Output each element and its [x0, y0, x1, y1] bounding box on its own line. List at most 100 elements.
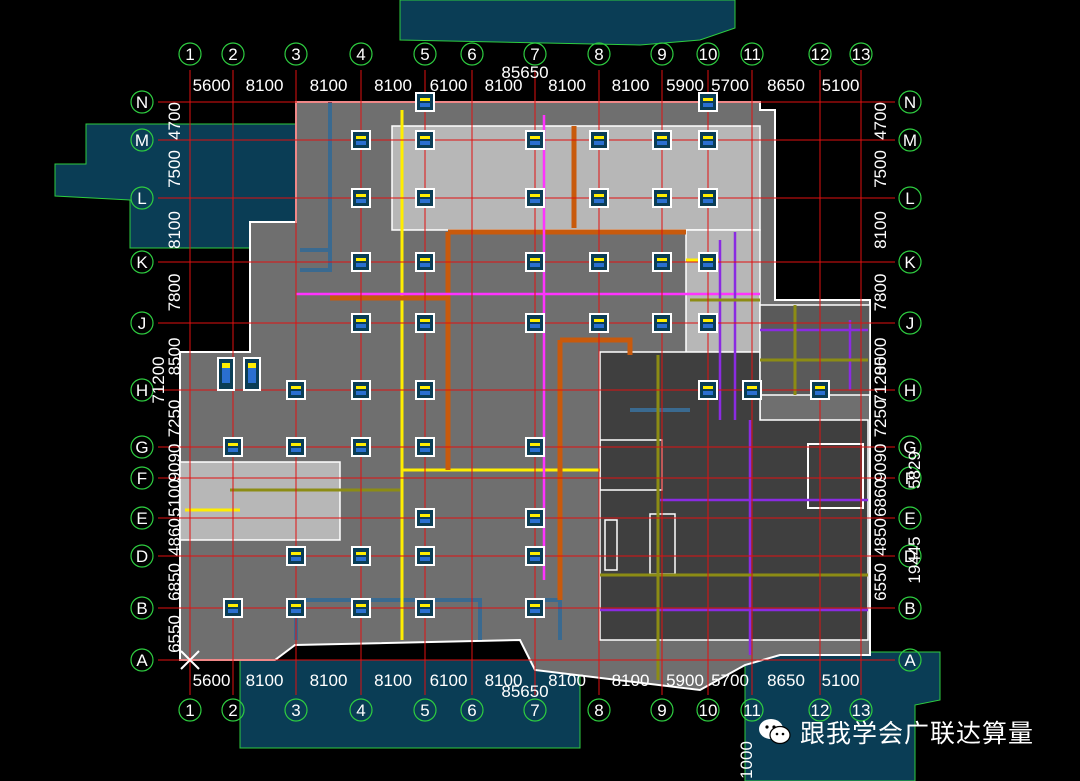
axis-bubble-top-1: 1: [178, 42, 202, 66]
dim-top-3: 8100: [374, 76, 412, 95]
column-21: [589, 313, 609, 333]
axis-bubble-top-7: 7: [523, 42, 547, 66]
svg-text:E: E: [136, 509, 147, 528]
dim-left-7: 5100: [165, 479, 184, 517]
axis-bubble-top-12: 12: [808, 42, 832, 66]
svg-text:F: F: [905, 469, 915, 488]
axis-bubble-top-6: 6: [460, 42, 484, 66]
column-26: [415, 380, 435, 400]
dim-right-7: 6860: [871, 479, 890, 517]
dim-bottom-7: 8100: [612, 671, 650, 690]
axis-bubble-bottom-6: 6: [460, 698, 484, 722]
column-45: [525, 598, 545, 618]
dim-right-total: 71200: [871, 356, 890, 403]
axis-bubble-left-G: G: [130, 435, 154, 459]
axis-bubble-left-H: H: [130, 378, 154, 402]
axis-bubble-top-11: 11: [740, 42, 764, 66]
svg-text:A: A: [136, 651, 148, 670]
column-20: [525, 313, 545, 333]
dim-total-top: 85650: [501, 63, 548, 82]
svg-text:2: 2: [228, 45, 237, 64]
axis-bubble-top-13: 13: [849, 42, 873, 66]
axis-bubble-bottom-8: 8: [587, 698, 611, 722]
svg-text:3: 3: [291, 45, 300, 64]
axis-bubble-right-L: L: [898, 186, 922, 210]
svg-text:G: G: [135, 438, 148, 457]
dim-left-10: 6550: [165, 615, 184, 653]
column-14: [525, 252, 545, 272]
axis-bubble-right-G: G: [898, 435, 922, 459]
svg-text:11: 11: [743, 45, 761, 64]
svg-text:7: 7: [530, 45, 539, 64]
axis-bubble-top-8: 8: [587, 42, 611, 66]
dim-top-8: 5900: [666, 76, 704, 95]
column-36: [525, 508, 545, 528]
column-33: [415, 437, 435, 457]
axis-bubble-right-D: D: [898, 544, 922, 568]
axis-bubble-right-B: B: [898, 596, 922, 620]
axis-bubble-right-H: H: [898, 378, 922, 402]
svg-text:10: 10: [699, 701, 718, 720]
svg-text:4: 4: [356, 701, 365, 720]
column-10: [652, 188, 672, 208]
watermark: 跟我学会广联达算量: [758, 714, 1034, 750]
beams: [185, 102, 868, 680]
dim-right-2: 8100: [871, 211, 890, 249]
dim-left-total: 71200: [149, 356, 168, 403]
dim-bottom-6: 8100: [548, 671, 586, 690]
svg-text:1: 1: [185, 45, 194, 64]
dim-top-5: 8100: [485, 76, 523, 95]
watermark-text: 跟我学会广联达算量: [800, 719, 1035, 748]
svg-text:D: D: [904, 547, 916, 566]
axis-bubble-bottom-13: 13: [849, 698, 873, 722]
svg-text:G: G: [903, 438, 916, 457]
axis-bubble-top-9: 9: [650, 42, 674, 66]
column-27: [698, 380, 718, 400]
dim-bottom-2: 8100: [310, 671, 348, 690]
dim-bottom-4: 6100: [430, 671, 468, 690]
column-0: [351, 130, 371, 150]
wechat-icon: [759, 719, 791, 745]
svg-text:E: E: [904, 509, 915, 528]
dim-right-extra-0: 5829: [905, 451, 924, 489]
dim-bottom-3: 8100: [374, 671, 412, 690]
column-12: [351, 252, 371, 272]
axis-bubble-bottom-2: 2: [221, 698, 245, 722]
dim-left-0: 4700: [165, 102, 184, 140]
exterior-regions: [54, 0, 941, 781]
column-7: [415, 188, 435, 208]
column-40: [525, 546, 545, 566]
svg-text:B: B: [904, 599, 915, 618]
axis-bubble-right-A: A: [898, 648, 922, 672]
svg-text:6: 6: [467, 701, 476, 720]
axis-bubble-top-5: 5: [413, 42, 437, 66]
dim-left-4: 8500: [165, 338, 184, 376]
dim-right-0: 4700: [871, 102, 890, 140]
structural-columns: [217, 92, 830, 618]
axis-bubble-left-F: F: [130, 466, 154, 490]
axis-bubble-left-K: K: [130, 250, 154, 274]
svg-text:9: 9: [657, 45, 666, 64]
column-38: [351, 546, 371, 566]
column-32: [351, 437, 371, 457]
dim-bottom-10: 8650: [767, 671, 805, 690]
column-43: [351, 598, 371, 618]
dim-top-4: 6100: [430, 76, 468, 95]
axis-bubble-right-N: N: [898, 90, 922, 114]
axis-bubble-bottom-4: 4: [349, 698, 373, 722]
dim-top-0: 5600: [193, 76, 231, 95]
dim-top-7: 8100: [612, 76, 650, 95]
dim-top-1: 8100: [246, 76, 284, 95]
axis-bubble-bottom-5: 5: [413, 698, 437, 722]
dim-top-9: 5700: [711, 76, 749, 95]
dim-bottom-11: 5100: [822, 671, 860, 690]
axis-bubble-bottom-3: 3: [284, 698, 308, 722]
column-11: [698, 188, 718, 208]
dim-bottom-1: 8100: [246, 671, 284, 690]
column-3: [589, 130, 609, 150]
column-34: [525, 437, 545, 457]
column-18: [351, 313, 371, 333]
origin-marker-icon: [180, 650, 200, 670]
axis-bubble-top-3: 3: [284, 42, 308, 66]
